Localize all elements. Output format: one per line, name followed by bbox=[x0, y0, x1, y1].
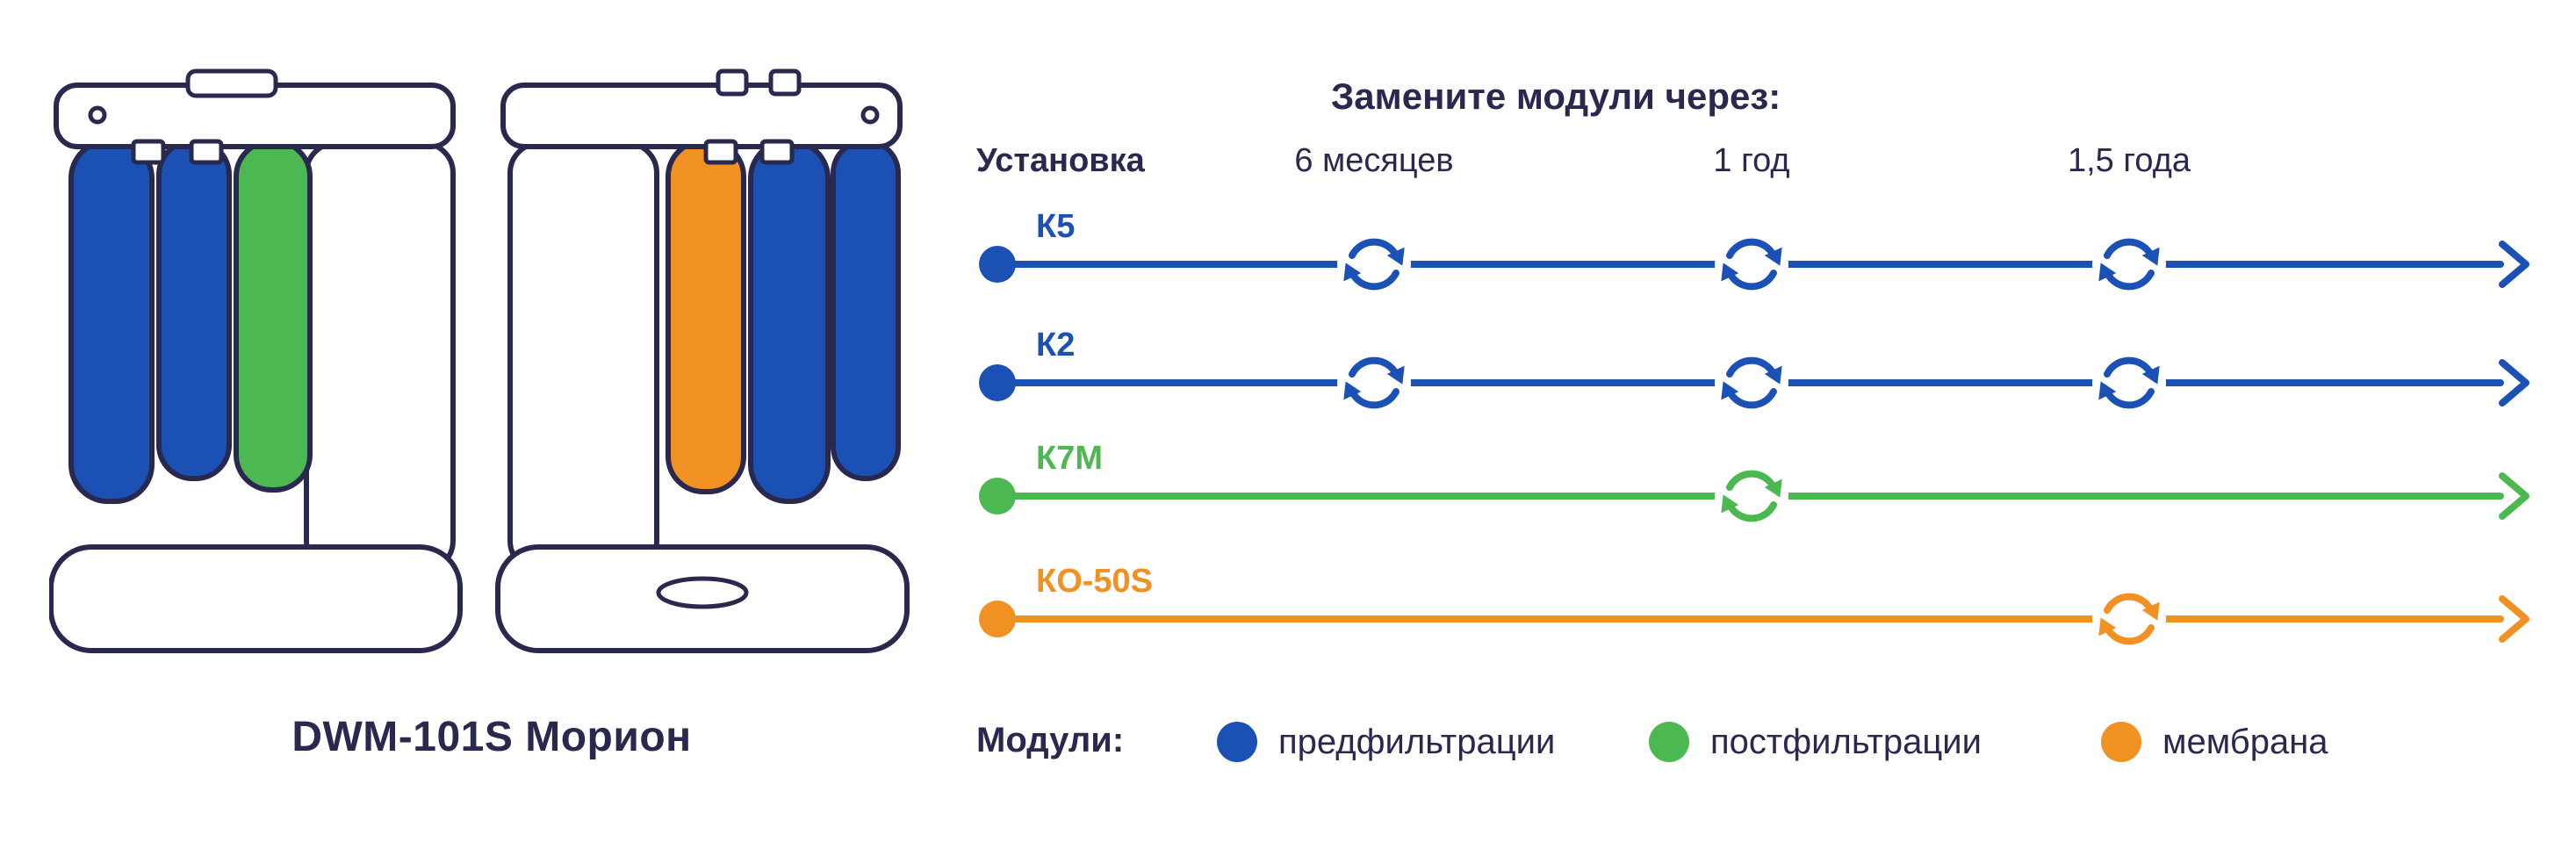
module-label: К5 bbox=[1036, 208, 1076, 245]
legend-color-dot bbox=[2101, 722, 2141, 762]
water-filter-right-icon bbox=[495, 68, 910, 653]
timeline-line bbox=[997, 615, 2504, 623]
device-illustration bbox=[49, 68, 910, 653]
refresh-icon bbox=[2092, 227, 2166, 301]
timeline-line bbox=[997, 261, 2504, 268]
column-header: 6 месяцев bbox=[1294, 142, 1454, 179]
module-label: К2 bbox=[1036, 327, 1076, 363]
timeline-line bbox=[997, 379, 2504, 386]
timeline-title: Замените модули через: bbox=[1331, 76, 1781, 117]
arrow-head-icon bbox=[2499, 595, 2529, 643]
legend-label: мембрана bbox=[2162, 722, 2328, 761]
timeline-line bbox=[997, 493, 2504, 500]
legend-label: постфильтрации bbox=[1710, 722, 1982, 761]
row-start-dot bbox=[979, 364, 1016, 401]
arrow-head-icon bbox=[2499, 241, 2529, 288]
legend-item: постфильтрации bbox=[1649, 719, 1982, 765]
refresh-icon bbox=[1337, 346, 1411, 420]
arrow-head-icon bbox=[2499, 359, 2529, 407]
legend-label: предфильтрации bbox=[1278, 722, 1556, 761]
refresh-icon bbox=[1337, 227, 1411, 301]
refresh-icon bbox=[1715, 459, 1788, 533]
arrow-head-icon bbox=[2499, 472, 2529, 520]
legend-color-dot bbox=[1217, 722, 1257, 762]
refresh-icon bbox=[1715, 346, 1788, 420]
row-start-dot bbox=[979, 601, 1016, 637]
refresh-icon bbox=[2092, 582, 2166, 656]
legend-item: предфильтрации bbox=[1217, 719, 1555, 765]
row-start-dot bbox=[979, 478, 1016, 515]
water-filter-left-icon bbox=[49, 68, 463, 653]
legend-color-dot bbox=[1649, 722, 1689, 762]
module-label: К7М bbox=[1036, 440, 1103, 477]
refresh-icon bbox=[2092, 346, 2166, 420]
column-header: 1 год bbox=[1713, 142, 1790, 179]
device-caption: DWM-101S Морион bbox=[291, 714, 692, 760]
refresh-icon bbox=[1715, 227, 1788, 301]
column-header: 1,5 года bbox=[2067, 142, 2191, 179]
legend-title: Модули: bbox=[976, 721, 1125, 759]
legend-item: мембрана bbox=[2101, 719, 2328, 765]
row-start-dot bbox=[979, 246, 1016, 283]
module-label: КО-50S bbox=[1036, 563, 1154, 600]
installation-header: Установка bbox=[976, 142, 1145, 179]
